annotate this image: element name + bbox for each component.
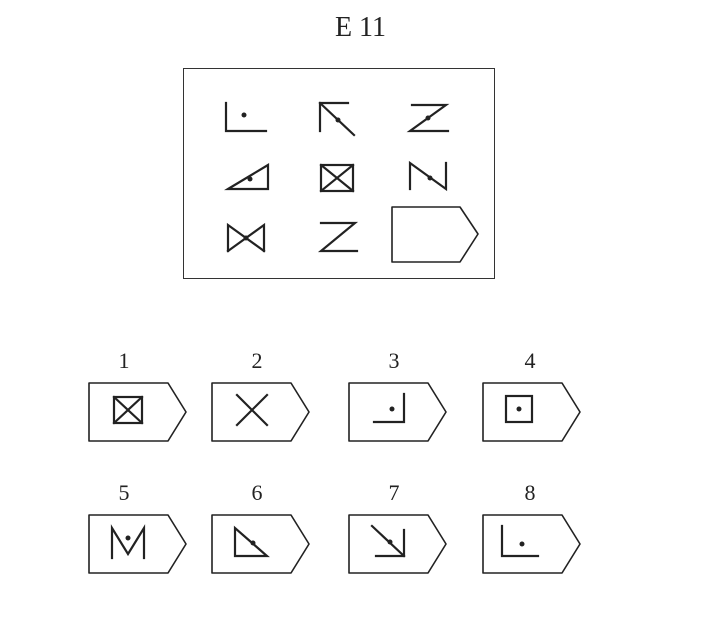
matrix-cell-3-1 [226,222,266,253]
option-number: 8 [524,480,536,505]
puzzle-title: E 11 [334,12,387,43]
option-1[interactable]: 1 [86,348,196,448]
answer-slot [391,206,479,263]
option-number: 7 [388,480,400,505]
matrix-cell-2-3 [408,160,448,192]
option-number: 4 [524,348,536,373]
option-number: 2 [251,348,263,373]
option-7[interactable]: 7 [346,480,456,580]
option-6[interactable]: 6 [209,480,319,580]
option-3[interactable]: 3 [346,348,456,448]
option-number: 1 [118,348,130,373]
matrix-cell-3-2 [317,221,359,253]
matrix-cell-1-3 [406,103,450,133]
option-frame [482,514,581,574]
matrix-cell-1-2 [318,101,356,137]
option-4[interactable]: 4 [480,348,590,448]
option-number: 5 [118,480,130,505]
option-frame [88,382,187,442]
matrix-cell-2-1 [224,163,270,191]
option-5[interactable]: 5 [86,480,196,580]
option-frame [211,514,310,574]
problem-matrix [183,68,495,279]
option-frame [88,514,187,574]
option-number: 6 [251,480,263,505]
matrix-cell-2-2 [319,163,355,193]
option-frame [482,382,581,442]
option-frame [211,382,310,442]
matrix-cell-1-1 [224,101,268,133]
option-8[interactable]: 8 [480,480,590,580]
option-frame [348,514,447,574]
option-number: 3 [388,348,400,373]
option-frame [348,382,447,442]
option-2[interactable]: 2 [209,348,319,448]
